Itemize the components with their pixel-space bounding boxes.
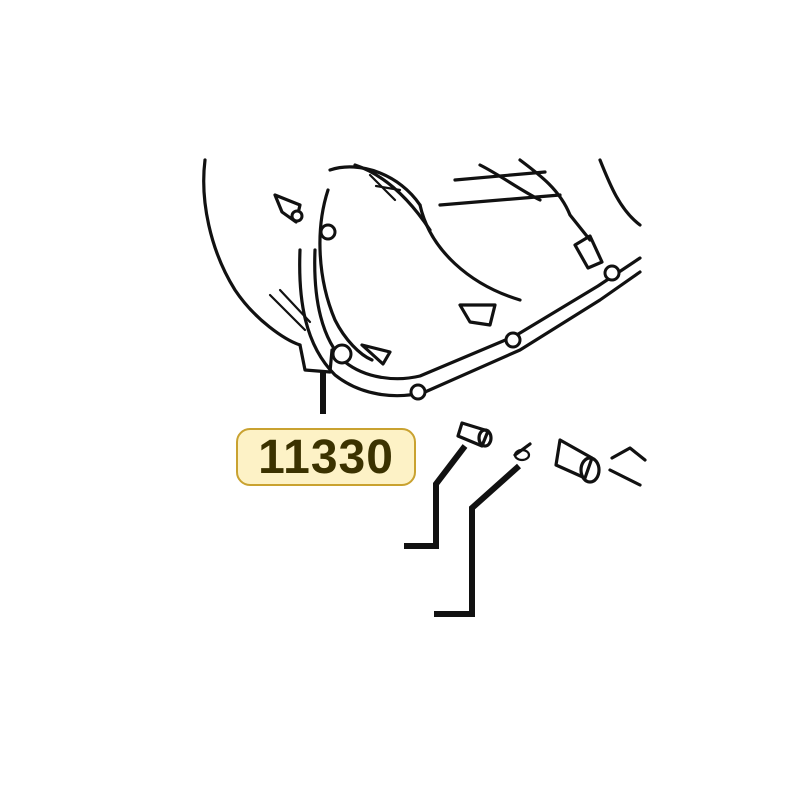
dowel-pin-icon: [456, 421, 647, 487]
part-number-callout: 11330: [236, 428, 416, 486]
pin-leader-line-b: [434, 463, 521, 617]
housing-outline-icon: [202, 158, 642, 401]
pin-leader-line-a: [404, 444, 468, 549]
leader-lines: [320, 372, 521, 617]
